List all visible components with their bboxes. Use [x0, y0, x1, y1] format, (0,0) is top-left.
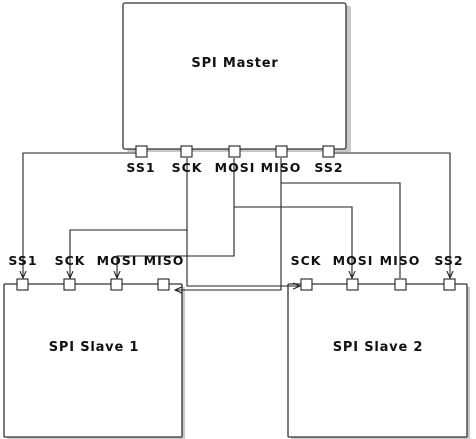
slave2-pin-sck [300, 278, 313, 291]
slave1-pins: SS1 SCK MOSI MISO [8, 253, 185, 291]
wires [23, 152, 450, 290]
master-pin-ss2 [322, 145, 335, 158]
slave2-pin-mosi [346, 278, 359, 291]
slave2-box [287, 283, 468, 438]
wire-miso-slave2 [281, 182, 401, 278]
master-pin-sck [180, 145, 193, 158]
slave2-label-mosi: MOSI [333, 253, 374, 268]
slave1-box [3, 283, 183, 438]
master-pin-miso [275, 145, 288, 158]
master-label-sck: SCK [172, 160, 203, 175]
master-pin-mosi [228, 145, 241, 158]
slave1-pin-miso [157, 278, 170, 291]
slave2-label-miso: MISO [380, 253, 421, 268]
slave1-pin-mosi [110, 278, 123, 291]
slave2-block: SPI Slave 2 [287, 283, 470, 439]
slave1-label-ss1: SS1 [8, 253, 37, 268]
wire-sck-slave2 [186, 230, 300, 286]
wire-miso-slave1 [175, 158, 282, 290]
master-pins: SS1 SCK MOSI MISO SS2 [126, 145, 343, 175]
wire-sck-slave1 [70, 158, 188, 278]
wire-mosi-slave2 [234, 206, 352, 278]
master-label-miso: MISO [261, 160, 302, 175]
wire-ss1 [23, 152, 136, 278]
slave2-label-ss2: SS2 [434, 253, 463, 268]
slave1-label-sck: SCK [55, 253, 86, 268]
slave1-pin-ss1 [16, 278, 29, 291]
master-block: SPI Master [122, 2, 351, 152]
slave1-pin-sck [63, 278, 76, 291]
slave2-label-sck: SCK [291, 253, 322, 268]
slave1-label-miso: MISO [144, 253, 185, 268]
master-label-ss1: SS1 [126, 160, 155, 175]
master-label-mosi: MOSI [215, 160, 256, 175]
slave1-label-mosi: MOSI [97, 253, 138, 268]
master-pin-ss1 [135, 145, 148, 158]
master-box [122, 2, 347, 150]
wire-ss2 [334, 152, 450, 278]
slave2-title: SPI Slave 2 [333, 340, 424, 355]
slave1-block: SPI Slave 1 [3, 283, 185, 439]
slave2-pin-ss2 [443, 278, 456, 291]
slave2-pins: SCK MOSI MISO SS2 [291, 253, 463, 291]
master-label-ss2: SS2 [314, 160, 343, 175]
master-title: SPI Master [191, 56, 278, 71]
slave1-title: SPI Slave 1 [49, 340, 140, 355]
slave2-pin-miso [394, 278, 407, 291]
